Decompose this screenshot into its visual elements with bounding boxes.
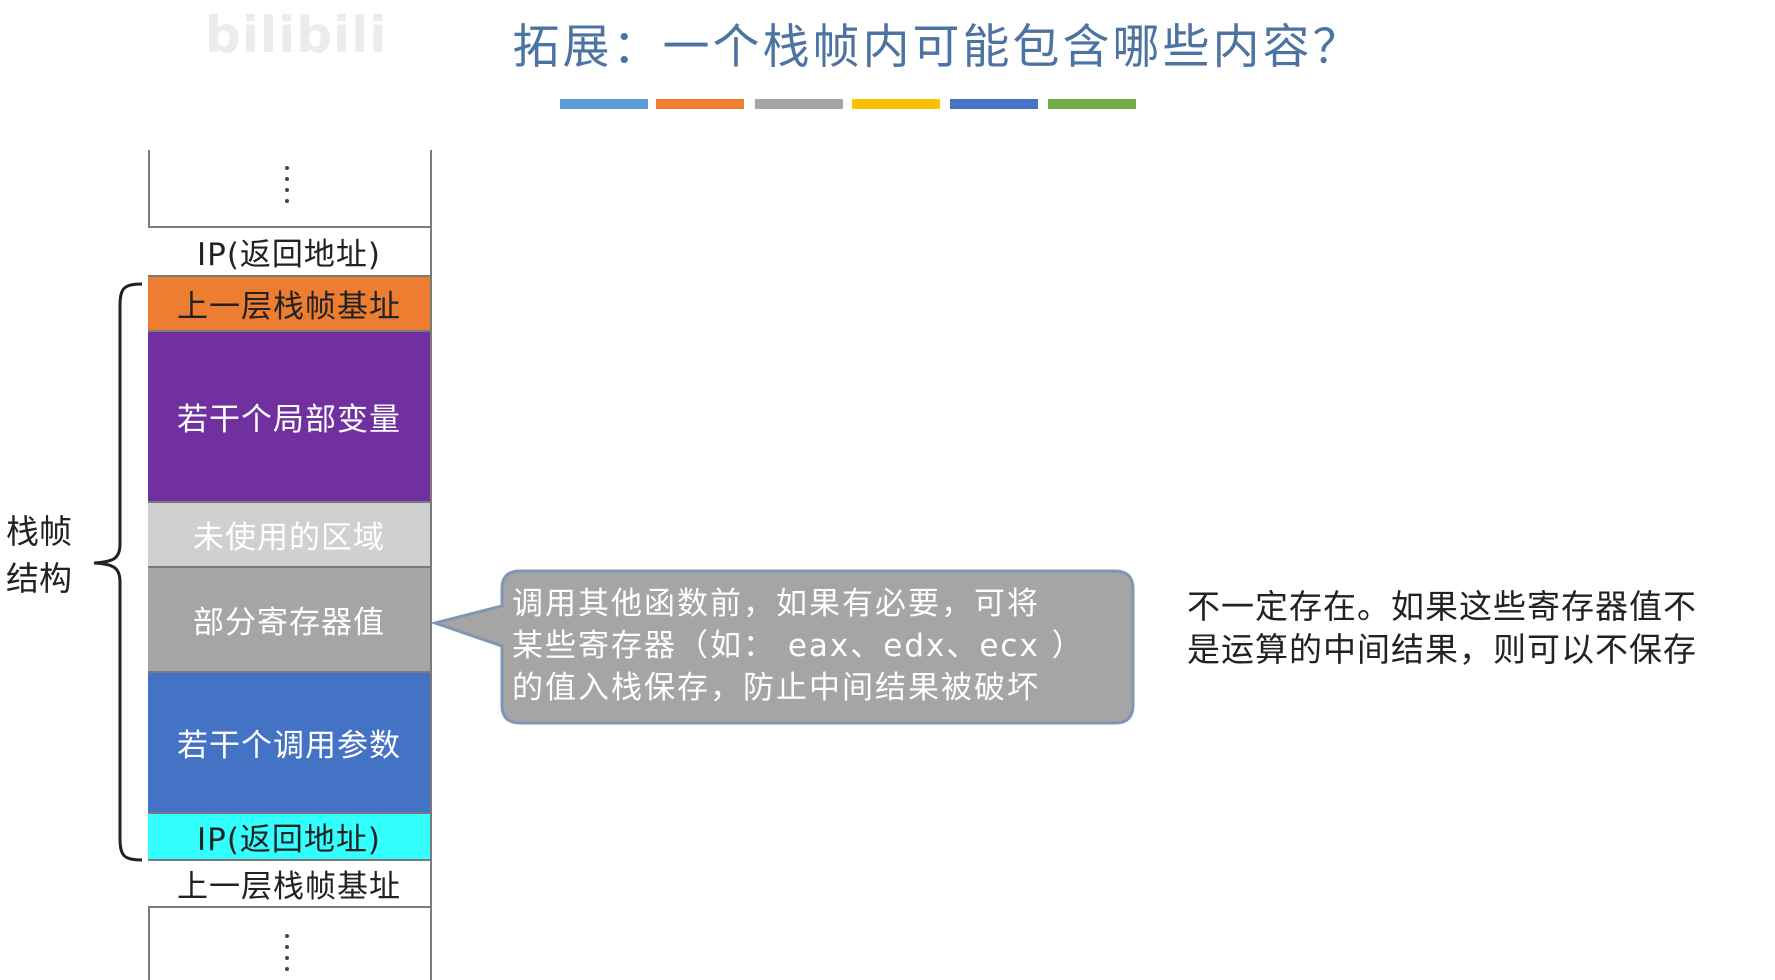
cell-label: 未使用的区域 [193, 520, 385, 556]
stack-cell-local-variables: 若干个局部变量 [148, 330, 430, 501]
cell-label: 上一层栈帧基址 [177, 869, 401, 905]
callout-line: 某些寄存器（如： eax、edx、ecx ） [512, 628, 1085, 664]
frame-label-line: 结构 [6, 559, 72, 598]
note-line: 是运算的中间结果，则可以不保存 [1187, 630, 1697, 669]
stack-cell-return-address: IP(返回地址) [148, 812, 430, 859]
cell-label: IP(返回地址) [196, 822, 382, 858]
frame-label-line: 栈帧 [6, 512, 72, 551]
page-title: 拓展：一个栈帧内可能包含哪些内容？ [512, 20, 1363, 75]
stack-cell-return-address-top: IP(返回地址) [148, 226, 430, 275]
cell-label: 若干个局部变量 [177, 402, 401, 438]
side-note: 不一定存在。如果这些寄存器值不 是运算的中间结果，则可以不保存 [1187, 585, 1737, 671]
stack-cell-unused-area: 未使用的区域 [148, 501, 430, 566]
stack-right-edge [430, 150, 432, 980]
underline-segment [656, 99, 744, 109]
underline-segment [560, 99, 648, 109]
curly-brace [93, 282, 143, 862]
frame-structure-label: 栈帧 结构 [6, 508, 72, 602]
underline-segment [755, 99, 843, 109]
stack-cell-call-arguments: 若干个调用参数 [148, 671, 430, 812]
cell-label: 若干个调用参数 [177, 728, 401, 764]
watermark-logo: bilibili [205, 6, 388, 64]
callout-shape [432, 569, 1135, 725]
stack-cell-prev-frame-base-bottom: 上一层栈帧基址 [148, 859, 430, 908]
stack-cell-prev-frame-base: 上一层栈帧基址 [148, 275, 430, 330]
underline-segment [852, 99, 940, 109]
stack-cell-saved-registers: 部分寄存器值 [148, 566, 430, 671]
callout-line: 的值入栈保存，防止中间结果被破坏 [512, 670, 1040, 706]
underline-segment [950, 99, 1038, 109]
callout-text: 调用其他函数前，如果有必要，可将 某些寄存器（如： eax、edx、ecx ） … [512, 583, 1112, 709]
cell-label: IP(返回地址) [196, 237, 382, 273]
cell-label: 上一层栈帧基址 [177, 289, 401, 325]
cell-label: 部分寄存器值 [193, 605, 385, 641]
ellipsis-bottom [285, 934, 289, 978]
note-line: 不一定存在。如果这些寄存器值不 [1187, 587, 1697, 626]
callout-line: 调用其他函数前，如果有必要，可将 [512, 586, 1040, 622]
ellipsis-top [285, 166, 289, 210]
underline-segment [1048, 99, 1136, 109]
